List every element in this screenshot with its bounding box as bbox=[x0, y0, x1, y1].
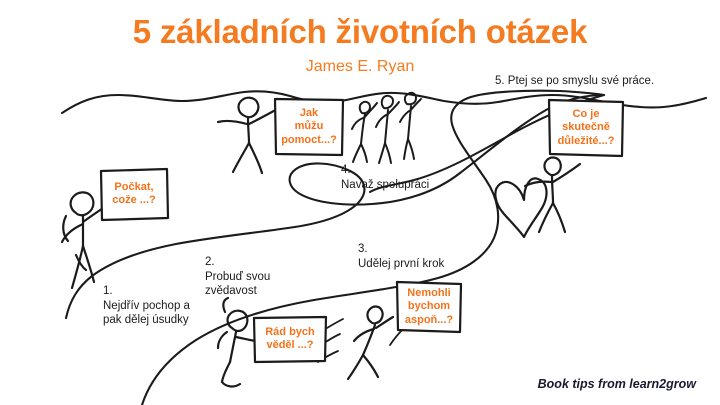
figure-standing-with-sign-left bbox=[60, 191, 120, 290]
figure-running bbox=[317, 305, 405, 381]
sign-wait-text: Počkat, cože ...? bbox=[112, 180, 156, 207]
step-label-4: 4. Navaž spolupráci bbox=[341, 164, 430, 191]
sign-help-board bbox=[273, 97, 345, 157]
sign-atleast[interactable]: Nemohli bychom aspoň...? bbox=[394, 279, 464, 335]
step-label-1: 1. Nejdřív pochop a pak dělej úsudky bbox=[103, 285, 190, 326]
sign-important[interactable]: Co je skutečně důležité...? bbox=[546, 97, 626, 159]
path-road-right-edge bbox=[140, 89, 606, 405]
sign-wait-board bbox=[99, 167, 170, 222]
slide-subtitle: James E. Ryan bbox=[305, 58, 415, 75]
sign-know-board bbox=[252, 315, 328, 364]
sign-know[interactable]: Rád bych věděl ...? bbox=[251, 314, 329, 364]
sign-help-text: Jak můžu pomoct...? bbox=[281, 106, 337, 146]
step-label-5: 5. Ptej se po smyslu své práce. bbox=[495, 75, 655, 87]
sign-know-text: Rád bych věděl ...? bbox=[265, 325, 315, 352]
sign-important-text: Co je skutečně důležité...? bbox=[557, 107, 615, 147]
heart-shape bbox=[494, 177, 548, 239]
sign-wait[interactable]: Počkat, cože ...? bbox=[98, 166, 170, 222]
sign-important-board bbox=[547, 98, 625, 158]
slide-title: 5 základních životních otázek bbox=[132, 13, 588, 50]
step-label-3: 3. Udělej první krok bbox=[358, 243, 445, 270]
figure-star-celebrating-right bbox=[523, 156, 582, 234]
step-label-2: 2. Probuď svou zvědavost bbox=[205, 256, 271, 297]
sign-atleast-text: Nemohli bychom aspoň...? bbox=[404, 286, 454, 326]
sign-help[interactable]: Jak můžu pomoct...? bbox=[272, 96, 346, 158]
sign-atleast-board bbox=[395, 280, 463, 334]
figure-group-of-three bbox=[351, 91, 422, 164]
footer-credit: Book tips from learn2grow bbox=[537, 377, 696, 391]
